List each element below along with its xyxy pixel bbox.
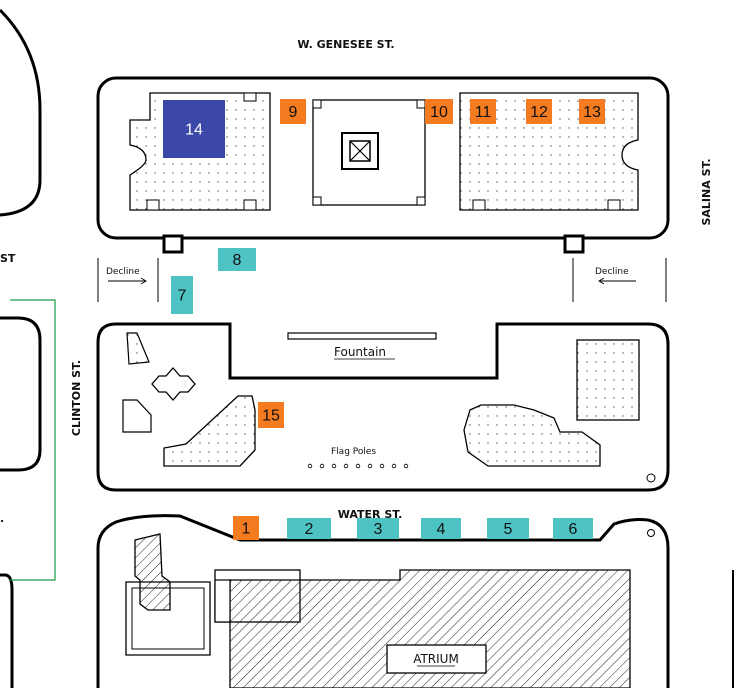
atrium-label-box <box>386 644 487 674</box>
marker-14[interactable]: 14 <box>163 100 225 158</box>
marker-9-label: 9 <box>289 104 298 121</box>
marker-1-label: 1 <box>242 521 251 538</box>
marker-8[interactable]: 8 <box>218 248 256 271</box>
north-right-bottom-notch-a <box>472 199 486 211</box>
center-corner-sw <box>312 196 322 206</box>
marker-4-label: 4 <box>437 521 446 538</box>
planter-triangle <box>126 332 150 365</box>
middle-corner-circle <box>646 473 656 483</box>
marker-3-badge <box>357 518 399 539</box>
marker-1[interactable]: 1 <box>233 516 259 540</box>
marker-10-label: 10 <box>430 104 448 121</box>
atrium-panel <box>214 579 231 623</box>
stair-left <box>162 234 184 254</box>
north-left-bottom-notch-b <box>243 199 257 211</box>
center-corner-ne <box>416 99 426 109</box>
marker-5-label: 5 <box>504 521 513 538</box>
left-edge-mark: . <box>0 512 4 525</box>
marker-5[interactable]: 5 <box>487 518 529 539</box>
decline-right-arrowhead <box>598 277 605 285</box>
planter-lower-left <box>163 395 256 467</box>
marker-7-badge <box>171 276 193 314</box>
marker-11-label: 11 <box>475 104 492 121</box>
marker-6[interactable]: 6 <box>553 518 593 539</box>
marker-12-badge <box>526 99 552 124</box>
street-west: CLINTON ST. <box>70 360 83 436</box>
marker-3-label: 3 <box>374 521 383 538</box>
street-west-fragment: ST <box>0 252 16 265</box>
marker-2-label: 2 <box>305 521 314 538</box>
north-left-corner-notch <box>243 92 257 102</box>
stair-right <box>563 234 585 254</box>
atrium-building <box>229 569 631 688</box>
monument-cross-b <box>349 140 371 162</box>
street-south: WATER ST. <box>338 508 403 521</box>
street-north: W. GENESEE ST. <box>297 38 394 51</box>
left-block-top <box>0 8 42 217</box>
marker-12-label: 12 <box>530 104 548 121</box>
marker-15-badge <box>258 402 284 428</box>
south-corner-circle <box>647 529 655 537</box>
marker-12[interactable]: 12 <box>526 99 552 124</box>
marker-2[interactable]: 2 <box>287 518 331 539</box>
street-east: SALINA ST. <box>700 158 713 225</box>
flag-pole-dots <box>307 463 409 469</box>
fountain-label: Fountain <box>334 345 386 359</box>
decline-left-label: Decline <box>106 267 140 277</box>
marker-13[interactable]: 13 <box>579 99 605 124</box>
planter-right-square <box>576 339 640 421</box>
marker-10-badge <box>425 99 453 124</box>
left-block-bottom <box>0 573 14 688</box>
marker-13-label: 13 <box>583 104 601 121</box>
marker-4-badge <box>421 518 461 539</box>
marker-15[interactable]: 15 <box>258 402 284 428</box>
marker-14-label: 14 <box>185 122 203 139</box>
fountain-pool <box>287 332 437 340</box>
marker-4[interactable]: 4 <box>421 518 461 539</box>
north-left-bottom-notch-a <box>146 199 160 211</box>
flag-poles-label: Flag Poles <box>331 447 376 457</box>
marker-1-badge <box>233 516 259 540</box>
green-boundary-line <box>10 299 56 581</box>
west-wing-outline <box>125 581 211 656</box>
atrium-label: ATRIUM <box>413 652 459 666</box>
planter-small-box <box>122 399 152 433</box>
planter-lower-right <box>463 404 601 467</box>
marker-9[interactable]: 9 <box>280 99 306 124</box>
marker-3[interactable]: 3 <box>357 518 399 539</box>
north-right-bottom-notch-b <box>607 199 621 211</box>
left-block-middle <box>0 316 42 472</box>
marker-7-label: 7 <box>178 288 187 305</box>
marker-13-badge <box>579 99 605 124</box>
center-corner-nw <box>312 99 322 109</box>
marker-15-label: 15 <box>262 408 280 425</box>
marker-2-badge <box>287 518 331 539</box>
marker-5-badge <box>487 518 529 539</box>
center-corner-se <box>416 196 426 206</box>
marker-7[interactable]: 7 <box>171 276 193 314</box>
decline-left-arrowhead <box>140 277 147 285</box>
marker-8-badge <box>218 248 256 271</box>
marker-11[interactable]: 11 <box>470 99 496 124</box>
marker-14-badge <box>163 100 225 158</box>
sculpture-cross <box>151 367 196 401</box>
marker-11-badge <box>470 99 496 124</box>
marker-6-badge <box>553 518 593 539</box>
marker-10[interactable]: 10 <box>425 99 453 124</box>
marker-9-badge <box>280 99 306 124</box>
decline-right-label: Decline <box>595 267 629 277</box>
west-wing-building <box>134 533 171 611</box>
marker-6-label: 6 <box>569 521 578 538</box>
west-wing-inner <box>131 587 205 650</box>
marker-8-label: 8 <box>233 252 242 269</box>
